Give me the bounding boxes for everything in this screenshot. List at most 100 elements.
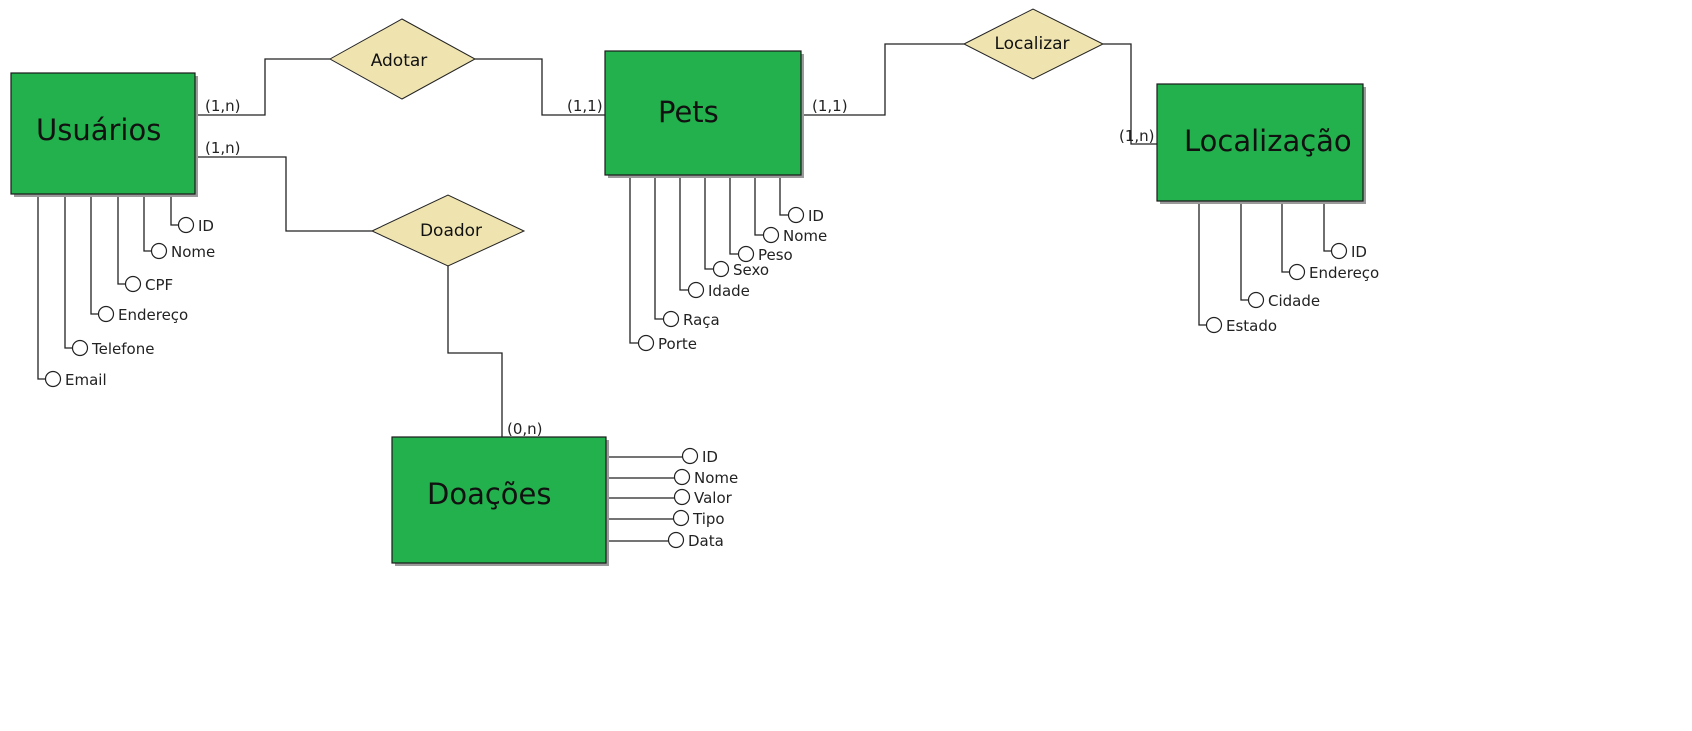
attr-line: [117, 197, 125, 285]
entity-usuarios: Usuários ID Nome CPF Endereço Telefone E…: [10, 72, 215, 389]
attr-line: [143, 197, 151, 252]
attr-pets-nome: Nome: [783, 227, 827, 245]
attr-usuarios-endereco: Endereço: [118, 306, 188, 324]
entity-label: Usuários: [36, 113, 161, 147]
entity-box: [10, 72, 196, 195]
attr-pets-porte: Porte: [658, 335, 697, 353]
attr-circle: [1288, 263, 1306, 281]
attr-circle: [681, 447, 699, 465]
attr-circle: [1330, 242, 1348, 260]
attr-circle: [672, 509, 690, 527]
entity-box: [391, 436, 607, 564]
attr-doacoes-valor: Valor: [694, 489, 733, 507]
attr-localizacao-cidade: Cidade: [1268, 292, 1320, 310]
attr-localizacao-endereco: Endereço: [1309, 264, 1379, 282]
attr-usuarios-email: Email: [65, 371, 107, 389]
attr-line: [1323, 204, 1331, 252]
attr-circle: [787, 206, 805, 224]
relationship-doador: Doador: [370, 194, 526, 267]
attr-pets-peso: Peso: [758, 246, 793, 264]
attr-line: [779, 178, 788, 216]
cardinality-usuarios-doador: (1,n): [205, 139, 241, 157]
attr-circle: [712, 260, 730, 278]
attr-usuarios-nome: Nome: [171, 243, 215, 261]
attr-usuarios-telefone: Telefone: [91, 340, 154, 358]
relationship-adotar: Adotar: [328, 18, 477, 100]
attr-usuarios-id: ID: [198, 217, 214, 235]
relationship-label: Doador: [420, 221, 482, 241]
attr-line: [1198, 204, 1206, 326]
line-doador-doacoes: [447, 265, 503, 437]
line-usuarios-doador: [198, 156, 372, 232]
relationship-label: Localizar: [994, 34, 1069, 54]
attr-circle: [762, 226, 780, 244]
attr-doacoes-nome: Nome: [694, 469, 738, 487]
cardinality-usuarios-adotar: (1,n): [205, 97, 241, 115]
entity-box: [1156, 83, 1364, 202]
line-localizar-localizacao: [1103, 43, 1157, 145]
attr-circle: [150, 242, 168, 260]
attr-pets-id: ID: [808, 207, 824, 225]
cardinality-doacoes-doador: (0,n): [507, 420, 543, 438]
attr-pets-idade: Idade: [708, 282, 750, 300]
relationship-diamond: [328, 18, 477, 100]
entity-label: Localização: [1184, 124, 1352, 158]
cardinality-pets-adotar: (1,1): [567, 97, 603, 115]
attr-line: [654, 178, 663, 320]
relationship-localizar: Localizar: [962, 8, 1105, 80]
attr-circle: [662, 310, 680, 328]
attr-circle: [673, 488, 691, 506]
entity-pets: Pets ID Nome Peso Sexo Idade Raça Porte: [604, 50, 827, 353]
attr-pets-raca: Raça: [683, 311, 720, 329]
attr-usuarios-cpf: CPF: [145, 276, 173, 294]
attr-line: [704, 178, 713, 270]
cardinality-localizacao-localizar: (1,n): [1119, 127, 1155, 145]
entity-doacoes: Doações ID Nome Valor Tipo Data: [391, 436, 738, 566]
attr-line: [679, 178, 688, 291]
line-adotar-pets: [475, 58, 605, 116]
attr-line: [1281, 204, 1289, 273]
attr-circle: [737, 245, 755, 263]
attr-line: [90, 197, 98, 315]
attr-doacoes-id: ID: [702, 448, 718, 466]
relationship-label: Adotar: [371, 51, 428, 71]
attr-doacoes-data: Data: [688, 532, 724, 550]
attr-circle: [44, 370, 62, 388]
entity-label: Pets: [658, 95, 719, 129]
attr-circle: [71, 339, 89, 357]
attr-circle: [177, 216, 195, 234]
attributes-localizacao: ID Endereço Cidade Estado: [1198, 204, 1379, 335]
line-usuarios-adotar: [198, 58, 330, 116]
entity-label: Doações: [427, 477, 551, 511]
attr-localizacao-id: ID: [1351, 243, 1367, 261]
relationship-lines: [198, 43, 1157, 437]
attr-doacoes-tipo: Tipo: [692, 510, 725, 528]
attributes-usuarios: ID Nome CPF Endereço Telefone Email: [37, 197, 215, 389]
attr-line: [1240, 204, 1248, 301]
attr-circle: [637, 334, 655, 352]
attr-circle: [1247, 291, 1265, 309]
attributes-pets: ID Nome Peso Sexo Idade Raça Porte: [629, 178, 827, 353]
attr-line: [37, 197, 45, 380]
attr-circle: [687, 281, 705, 299]
attributes-doacoes: ID Nome Valor Tipo Data: [609, 447, 738, 550]
attr-line: [754, 178, 763, 236]
attr-circle: [1205, 316, 1223, 334]
line-pets-localizar: [803, 43, 964, 116]
entity-localizacao: Localização ID Endereço Cidade Estado: [1156, 83, 1379, 335]
attr-pets-sexo: Sexo: [733, 261, 769, 279]
relationship-diamond: [370, 194, 526, 267]
attr-localizacao-estado: Estado: [1226, 317, 1277, 335]
cardinality-pets-localizar: (1,1): [812, 97, 848, 115]
attr-circle: [673, 468, 691, 486]
attr-circle: [97, 305, 115, 323]
entity-box: [604, 50, 802, 176]
cardinalities: (1,n) (1,1) (1,1) (1,n) (1,n) (0,n): [205, 97, 1155, 438]
relationship-diamond: [962, 8, 1105, 80]
attr-circle: [667, 531, 685, 549]
attr-line: [170, 197, 178, 226]
attr-line: [729, 178, 738, 255]
attr-line: [629, 178, 638, 344]
attr-line: [64, 197, 72, 349]
